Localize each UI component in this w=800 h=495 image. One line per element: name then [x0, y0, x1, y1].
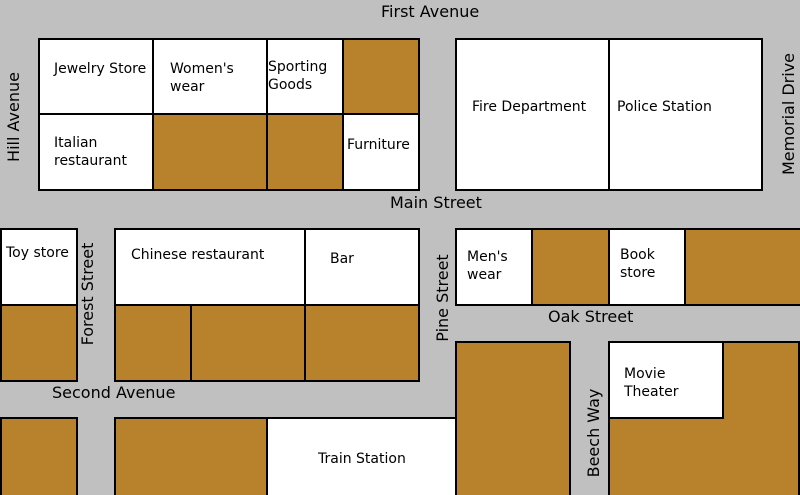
womens-wear-building: Women's wear	[152, 38, 268, 115]
pine-street-label: Pine Street	[432, 254, 452, 342]
book-store-label-line2: store	[620, 265, 656, 281]
police-station-label: Police Station	[617, 99, 712, 115]
womens-wear-label-line1: Women's	[170, 61, 234, 77]
toy-store-label: Toy store	[6, 245, 69, 261]
pine-street-label-wrap: Pine Street	[431, 248, 453, 348]
italian-restaurant-label-line1: Italian	[54, 135, 98, 151]
forest-street-label-wrap: Forest Street	[76, 239, 98, 349]
chinese-restaurant-building: Chinese restaurant	[114, 228, 306, 306]
movie-theater-building: Movie Theater	[608, 341, 724, 419]
memorial-drive-label-wrap: Memorial Drive	[777, 52, 799, 176]
italian-restaurant-building: Italian restaurant	[38, 113, 154, 191]
train-station-label: Train Station	[318, 451, 406, 467]
furniture-label: Furniture	[347, 137, 410, 153]
movie-theater-label-line1: Movie	[624, 366, 666, 382]
bar-label: Bar	[330, 251, 354, 267]
mens-wear-label-line1: Men's	[467, 249, 508, 265]
beech-way-label-wrap: Beech Way	[582, 388, 604, 478]
jewelry-store-building: Jewelry Store	[38, 38, 154, 115]
sporting-goods-label-line2: Goods	[268, 77, 313, 93]
fire-department-label: Fire Department	[472, 99, 587, 115]
sporting-goods-label-line1: Sporting	[268, 59, 328, 75]
building	[114, 417, 268, 495]
hill-avenue-label-wrap: Hill Avenue	[2, 67, 24, 167]
book-store-label-line1: Book	[620, 247, 655, 263]
beech-way-label: Beech Way	[583, 388, 603, 478]
building	[531, 228, 610, 306]
mens-wear-building: Men's wear	[455, 228, 533, 306]
book-store-building: Book store	[608, 228, 686, 306]
womens-wear-label-line2: wear	[170, 79, 205, 95]
fire-department-building: Fire Department	[455, 38, 610, 191]
building	[0, 304, 78, 382]
chinese-restaurant-label: Chinese restaurant	[131, 247, 265, 263]
building	[684, 228, 800, 306]
forest-street-label: Forest Street	[77, 242, 97, 346]
furniture-building: Furniture	[342, 113, 420, 191]
building	[190, 304, 306, 382]
building	[0, 417, 78, 495]
building	[266, 113, 344, 191]
building	[304, 304, 420, 382]
building	[152, 113, 268, 191]
building	[114, 304, 192, 382]
building	[342, 38, 420, 115]
mens-wear-label-line2: wear	[467, 267, 502, 283]
hill-avenue-label: Hill Avenue	[3, 72, 23, 162]
first-avenue-label: First Avenue	[381, 2, 480, 21]
train-station-building: Train Station	[266, 417, 458, 495]
bar-building: Bar	[304, 228, 420, 306]
toy-store-building: Toy store	[0, 228, 78, 306]
memorial-drive-label: Memorial Drive	[778, 52, 798, 176]
police-station-building: Police Station	[608, 38, 763, 191]
italian-restaurant-label-line2: restaurant	[54, 153, 127, 169]
second-avenue-label: Second Avenue	[52, 383, 176, 402]
main-street-label: Main Street	[390, 193, 482, 212]
oak-street-label: Oak Street	[548, 307, 634, 326]
building	[455, 341, 571, 495]
jewelry-store-label: Jewelry Store	[54, 61, 147, 77]
movie-theater-label-line2: Theater	[624, 384, 679, 400]
sporting-goods-building: Sporting Goods	[266, 38, 344, 115]
